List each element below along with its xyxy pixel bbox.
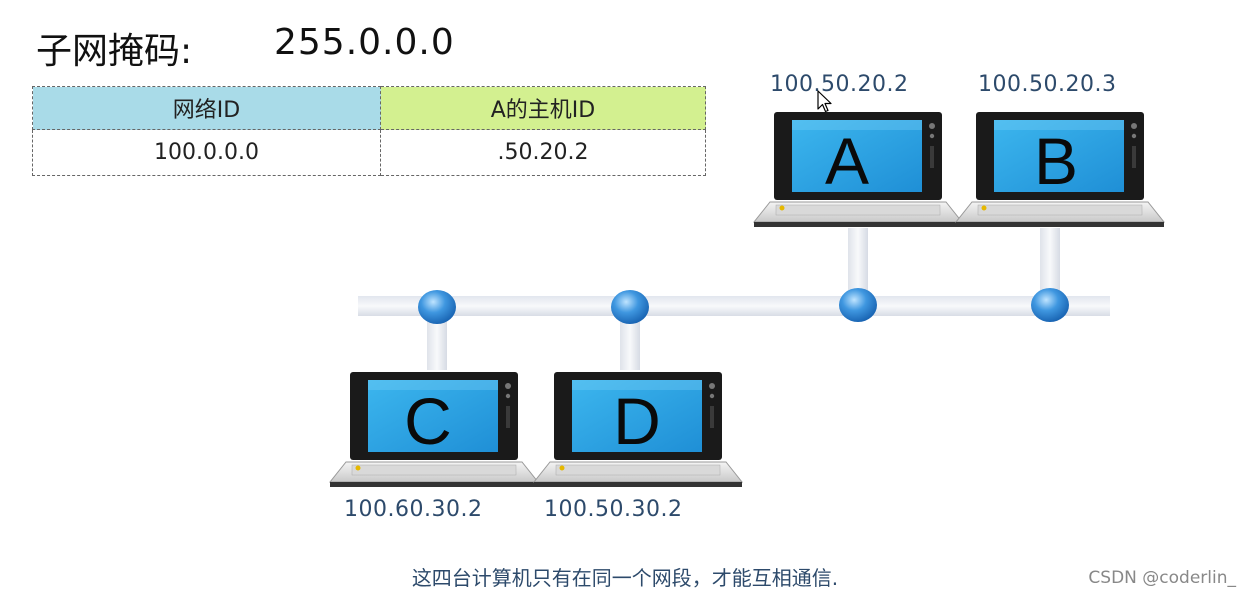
ip-label-c: 100.60.30.2: [344, 497, 482, 522]
caption-text: 这四台计算机只有在同一个网段，才能互相通信.: [0, 562, 1250, 591]
computer-d: D: [534, 372, 742, 487]
mouse-cursor-icon: [817, 90, 833, 114]
computer-a-letter: A: [825, 124, 869, 198]
ip-label-b: 100.50.20.3: [978, 72, 1116, 97]
computer-b-letter: B: [1034, 124, 1078, 198]
ip-label-a: 100.50.20.2: [770, 72, 908, 97]
computer-a: A: [754, 112, 962, 227]
ip-label-d: 100.50.30.2: [544, 497, 682, 522]
watermark: CSDN @coderlin_: [1088, 568, 1236, 588]
computer-c-letter: C: [404, 384, 452, 458]
computer-c: C: [330, 372, 538, 487]
bus-node-a: [839, 288, 877, 322]
bus-node-d: [611, 290, 649, 324]
computer-d-letter: D: [613, 384, 661, 458]
network-bus: [358, 296, 1110, 316]
bus-node-c: [418, 290, 456, 324]
computer-b: B: [956, 112, 1164, 227]
bus-node-b: [1031, 288, 1069, 322]
